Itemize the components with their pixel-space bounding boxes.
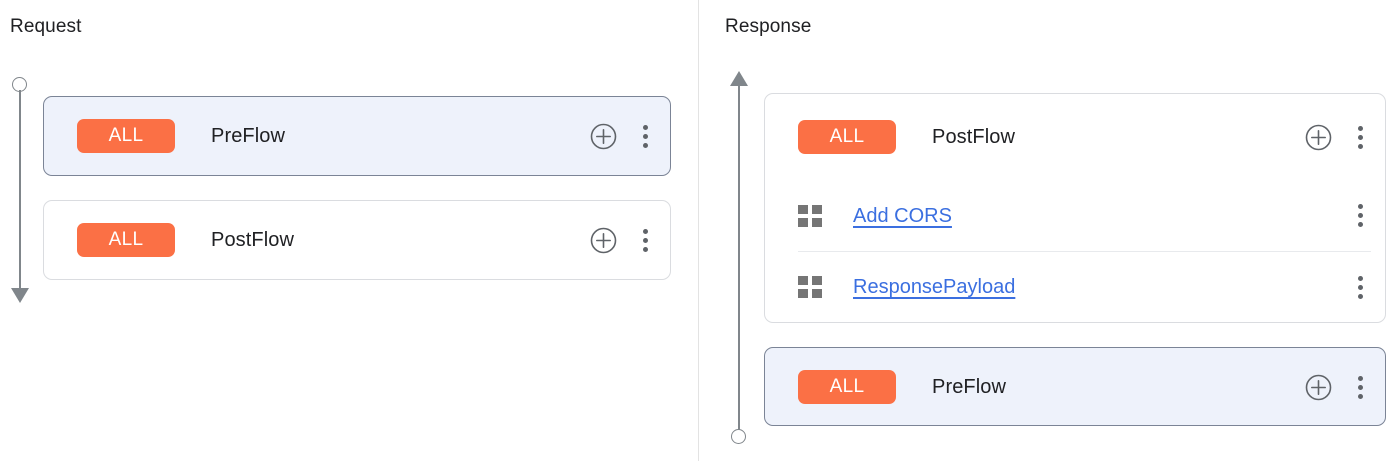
kebab-menu-icon[interactable] [634,227,656,254]
policy-actions [1349,202,1371,229]
policy-link[interactable]: Add CORS [853,204,952,227]
circle-plus-icon[interactable] [1305,374,1332,401]
method-badge: ALL [77,119,175,153]
flow-header-actions [590,227,656,254]
circle-plus-icon[interactable] [1305,124,1332,151]
flow-card-request-preflow[interactable]: ALL PreFlow [43,96,671,176]
response-flow-rail [719,0,759,461]
flow-header-actions [1305,124,1371,151]
flow-name: PostFlow [211,229,295,251]
method-badge: ALL [77,223,175,257]
panel-divider [698,0,699,461]
kebab-menu-icon[interactable] [1349,274,1371,301]
flow-card-response-postflow[interactable]: ALL PostFlow Add CORS [764,93,1386,323]
policy-link[interactable]: ResponsePayload [853,276,1016,298]
method-badge: ALL [798,120,896,154]
request-panel: Request ALL PreFlow [0,0,671,461]
flow-name: PreFlow [211,125,286,147]
policy-grid-icon [798,276,824,298]
kebab-menu-icon[interactable] [1349,202,1371,229]
kebab-menu-icon[interactable] [634,123,656,150]
kebab-menu-icon[interactable] [1349,374,1371,401]
policy-grid-icon [798,204,824,227]
flow-header[interactable]: ALL PostFlow [44,201,670,279]
method-badge: ALL [798,370,896,404]
request-panel-title: Request [10,16,82,37]
rail-line [19,90,21,289]
flow-header[interactable]: ALL PostFlow [765,94,1385,180]
rail-arrow-down-icon [11,288,29,303]
response-panel-title: Response [725,16,812,37]
flow-header-actions [1305,374,1371,401]
flow-name: PreFlow [932,376,1007,398]
flow-card-response-preflow[interactable]: ALL PreFlow [764,347,1386,426]
flow-header[interactable]: ALL PreFlow [44,97,670,175]
request-flow-rail [0,0,40,461]
policy-row[interactable]: Add CORS [798,180,1371,251]
flow-name: PostFlow [932,126,1016,148]
circle-plus-icon[interactable] [590,227,617,254]
response-panel: Response [699,0,1393,461]
rail-end-circle-icon [731,429,746,444]
policy-row[interactable]: ResponsePayload [798,251,1371,322]
flow-header-actions [590,123,656,150]
flow-header[interactable]: ALL PreFlow [765,348,1385,426]
policy-list: Add CORS ResponsePayload [765,180,1385,322]
circle-plus-icon[interactable] [590,123,617,150]
flow-card-request-postflow[interactable]: ALL PostFlow [43,200,671,280]
rail-line [738,85,740,430]
rail-arrow-up-icon [730,71,748,86]
policy-actions [1349,274,1371,301]
kebab-menu-icon[interactable] [1349,124,1371,151]
